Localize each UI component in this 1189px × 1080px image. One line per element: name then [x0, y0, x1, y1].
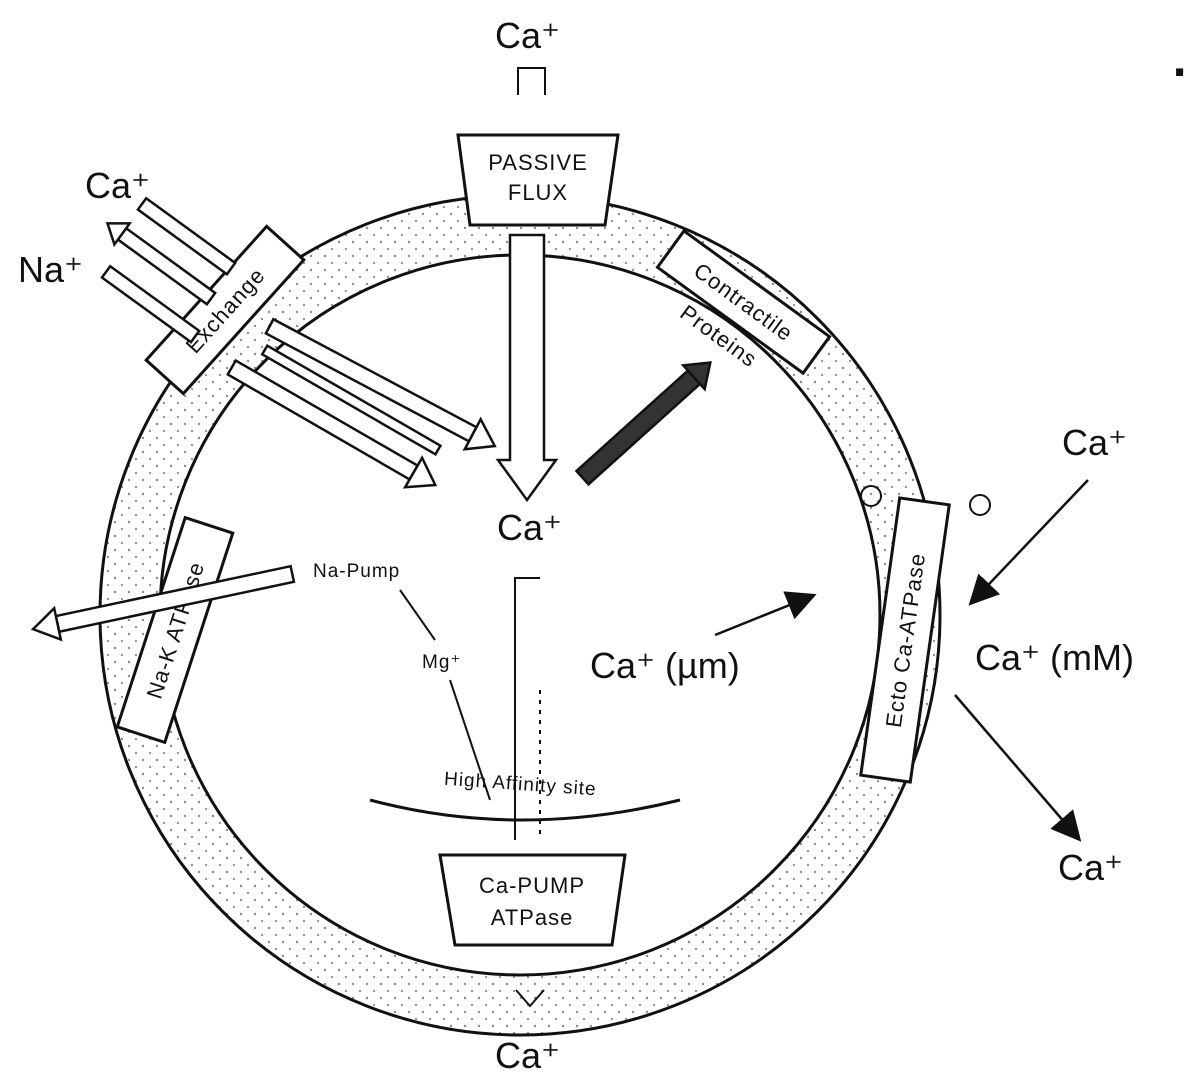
ca-outflow-arrow	[954, 694, 1082, 842]
na-pump-label: Na-Pump	[313, 561, 400, 582]
na-pump-arrow	[30, 564, 296, 642]
ion-ca-exchange: Ca⁺	[85, 165, 150, 206]
mg-line-upper	[399, 589, 436, 641]
contractile-arrow	[574, 361, 712, 487]
ion-ca-bottom: Ca⁺	[495, 1035, 560, 1076]
ca-um-arrow	[714, 591, 817, 637]
passive-flux-box: PASSIVE FLUX	[456, 133, 620, 227]
ca-pump-atpase-box: Ca-PUMP ATPase	[438, 853, 627, 947]
svg-text:FLUX: FLUX	[508, 180, 568, 205]
ion-ca-um: Ca⁺ (µm)	[590, 645, 740, 686]
ion-ca-center: Ca⁺	[497, 507, 562, 548]
ecto-site-marker-right	[969, 494, 991, 516]
ion-ca-mm: Ca⁺ (mM)	[975, 637, 1134, 678]
exchange-arrows-out	[100, 196, 237, 344]
arabic-caption: الي فقد ثبات الخلية العصبية.	[1172, 40, 1189, 86]
svg-text:PASSIVE: PASSIVE	[488, 150, 588, 175]
svg-text:ATPase: ATPase	[491, 905, 574, 930]
ion-na-exchange: Na⁺	[18, 249, 83, 290]
passive-flux-arrow	[495, 233, 559, 503]
ecto-site-marker-left	[860, 485, 882, 507]
ion-ca-right-out: Ca⁺	[1058, 847, 1123, 888]
svg-text:Ca-PUMP: Ca-PUMP	[479, 873, 585, 898]
ion-ca-top: Ca⁺	[495, 15, 560, 56]
top-bracket	[517, 67, 546, 95]
ion-ca-right-in: Ca⁺	[1062, 422, 1127, 463]
bottom-chevron	[515, 989, 545, 1008]
center-bracket	[514, 577, 540, 840]
exchange-arrows-in	[226, 317, 497, 489]
ion-mg: Mg⁺	[422, 652, 461, 673]
high-affinity-band	[369, 798, 681, 822]
mg-line-lower	[449, 679, 491, 801]
ecto-ca-atpase-box: Ecto Ca-ATPase	[859, 496, 951, 784]
ca-inflow-arrow	[968, 479, 1089, 606]
